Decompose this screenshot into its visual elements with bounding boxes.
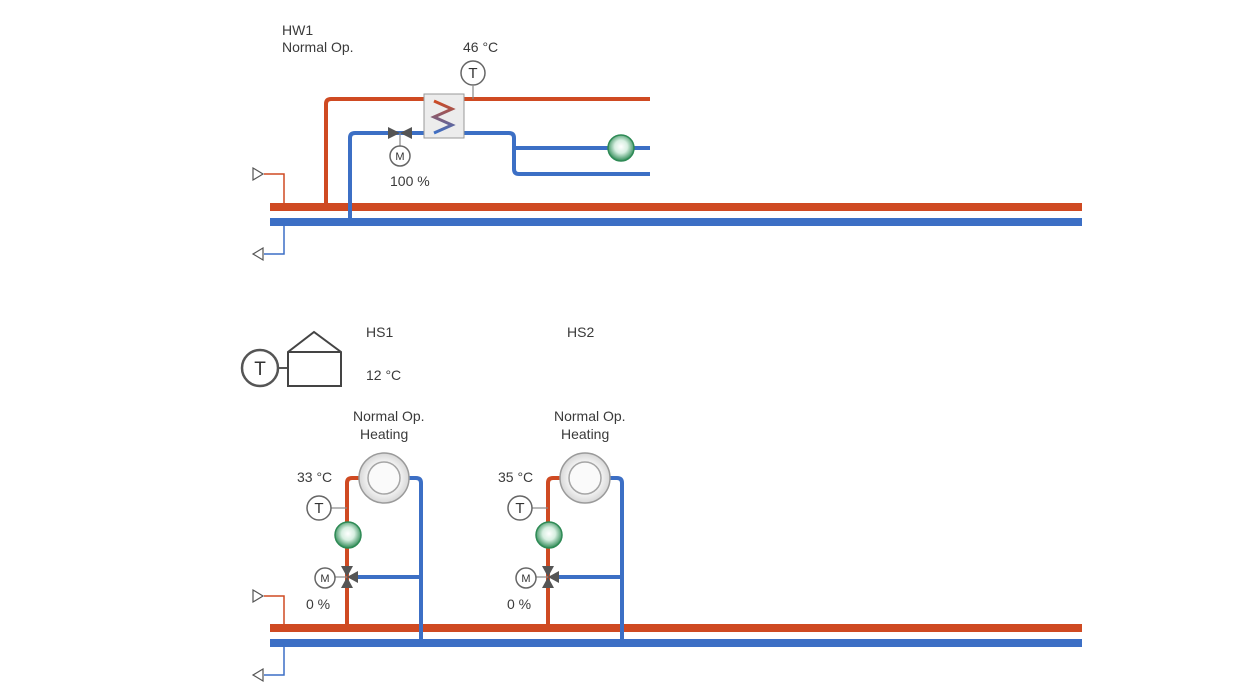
hw1-cold-pipe xyxy=(348,131,650,222)
outdoor-temperature: 12 °C xyxy=(366,367,401,383)
heating-return-outlet xyxy=(251,643,285,683)
hs1-pump-icon[interactable] xyxy=(334,521,362,549)
hs2-pump-icon[interactable] xyxy=(535,521,563,549)
hw1-cold-branch xyxy=(512,148,650,176)
hw1-temperature: 46 °C xyxy=(463,39,498,55)
hs2-mixing-valve-icon[interactable]: M xyxy=(515,566,559,589)
hs2-return-pipe xyxy=(606,476,624,643)
heating-supply-inlet xyxy=(252,588,285,628)
svg-text:T: T xyxy=(515,500,524,517)
building-icon xyxy=(287,330,342,387)
hw1-hot-pipe xyxy=(324,97,650,207)
hs1-function: Heating xyxy=(360,426,408,442)
hs1-return-pipe xyxy=(405,476,423,643)
hs2-valve-position: 0 % xyxy=(507,596,531,612)
hs2-function: Heating xyxy=(561,426,609,442)
svg-text:M: M xyxy=(320,573,329,585)
hs1-radiator-icon[interactable] xyxy=(358,452,410,504)
hs2-temperature-sensor-icon: T xyxy=(507,495,548,521)
hs2-circuit: T M HS2 Normal Op. Heating 35 °C 0 % xyxy=(498,324,626,643)
hs2-radiator-icon[interactable] xyxy=(559,452,611,504)
hs2-supply-pipe xyxy=(546,476,565,628)
outdoor-sensor: T 12 °C xyxy=(240,330,401,388)
hs2-name: HS2 xyxy=(567,324,594,340)
hw1-valve-position: 100 % xyxy=(390,173,430,189)
svg-text:T: T xyxy=(314,500,323,517)
svg-text:T: T xyxy=(468,65,477,82)
svg-text:M: M xyxy=(395,151,404,163)
heat-exchanger-icon xyxy=(423,93,465,139)
hw1-mode: Normal Op. xyxy=(282,39,354,55)
hw1-pump-icon[interactable] xyxy=(607,134,635,162)
outdoor-temperature-sensor-icon: T xyxy=(240,348,288,388)
hw1-temperature-sensor-icon: T xyxy=(460,60,486,99)
hs2-flow-temperature: 35 °C xyxy=(498,469,533,485)
hs1-supply-pipe xyxy=(345,476,364,628)
hs1-circuit: T M HS1 Normal Op. Heating 33 °C 0 % xyxy=(297,324,425,643)
heating-section: T M HS1 Normal Op. Heating 33 °C 0 % xyxy=(251,324,1082,683)
hs1-temperature-sensor-icon: T xyxy=(306,495,347,521)
hs1-valve-position: 0 % xyxy=(306,596,330,612)
hs2-mode: Normal Op. xyxy=(554,408,626,424)
hw1-name: HW1 xyxy=(282,22,313,38)
hw1-section: T M HW1 Normal Op. 46 °C 100 % xyxy=(251,22,1082,262)
svg-text:M: M xyxy=(521,573,530,585)
hs1-mode: Normal Op. xyxy=(353,408,425,424)
hw1-motor-valve-icon[interactable]: M xyxy=(388,127,412,167)
hs1-flow-temperature: 33 °C xyxy=(297,469,332,485)
hs1-mixing-valve-icon[interactable]: M xyxy=(314,566,358,589)
hw1-supply-inlet xyxy=(252,166,285,208)
svg-text:T: T xyxy=(254,359,266,380)
hs1-name: HS1 xyxy=(366,324,393,340)
hw1-return-outlet xyxy=(251,223,285,262)
